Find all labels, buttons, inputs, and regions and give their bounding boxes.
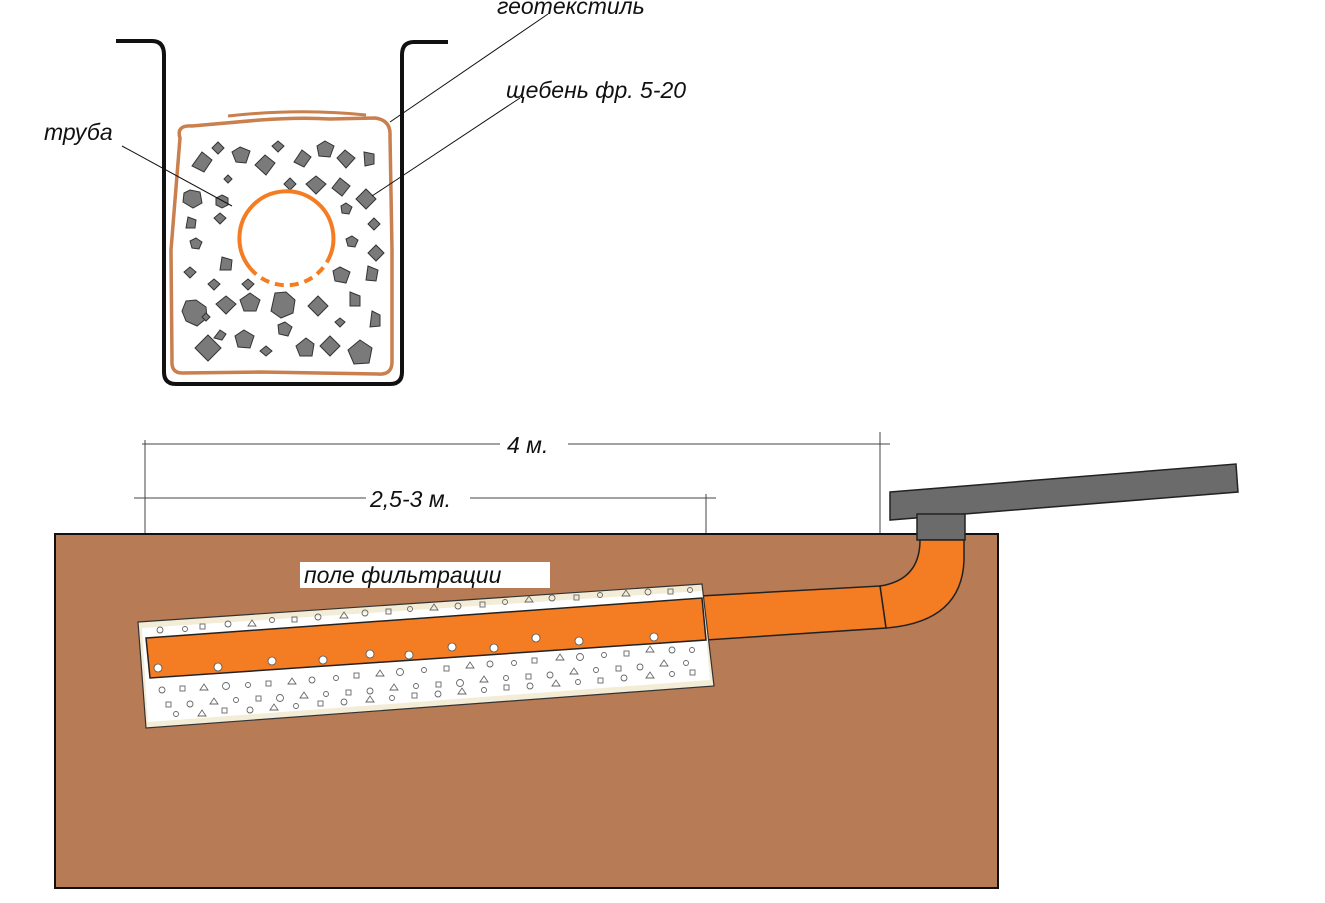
- perforated-pipe: [145, 597, 707, 679]
- profile: поле фильтрации: [54, 463, 1239, 889]
- pipe-circle-solid: [237, 189, 336, 270]
- drain-pipe-elbow: [879, 539, 965, 629]
- cross-section: геотекстиль щебень фр. 5-20 труба: [44, 0, 686, 386]
- tank-outlet-pipe: [889, 463, 1239, 521]
- filtration-field: [137, 583, 715, 729]
- label-field-bg: [300, 562, 550, 588]
- gravel-texture: [156, 587, 696, 717]
- dimensions: [134, 432, 890, 620]
- label-gravel: щебень фр. 5-20: [506, 77, 686, 103]
- label-dim-total: 4 м.: [507, 432, 548, 458]
- label-pipe: труба: [44, 119, 113, 145]
- leader-geotextile: [389, 13, 549, 123]
- leader-pipe: [121, 145, 233, 207]
- tank-outlet-stub: [916, 513, 966, 541]
- trench-outline: [116, 39, 448, 386]
- label-dim-field: 2,5-3 м.: [369, 486, 451, 512]
- geotextile-top-stroke: [227, 110, 367, 118]
- pipe-perforations: [153, 632, 659, 673]
- label-field: поле фильтрации: [304, 562, 502, 588]
- pipe-circle-perforated: [248, 260, 329, 288]
- leader-gravel: [371, 97, 521, 197]
- label-geotextile: геотекстиль: [497, 0, 645, 19]
- gravel-stones: [181, 140, 385, 365]
